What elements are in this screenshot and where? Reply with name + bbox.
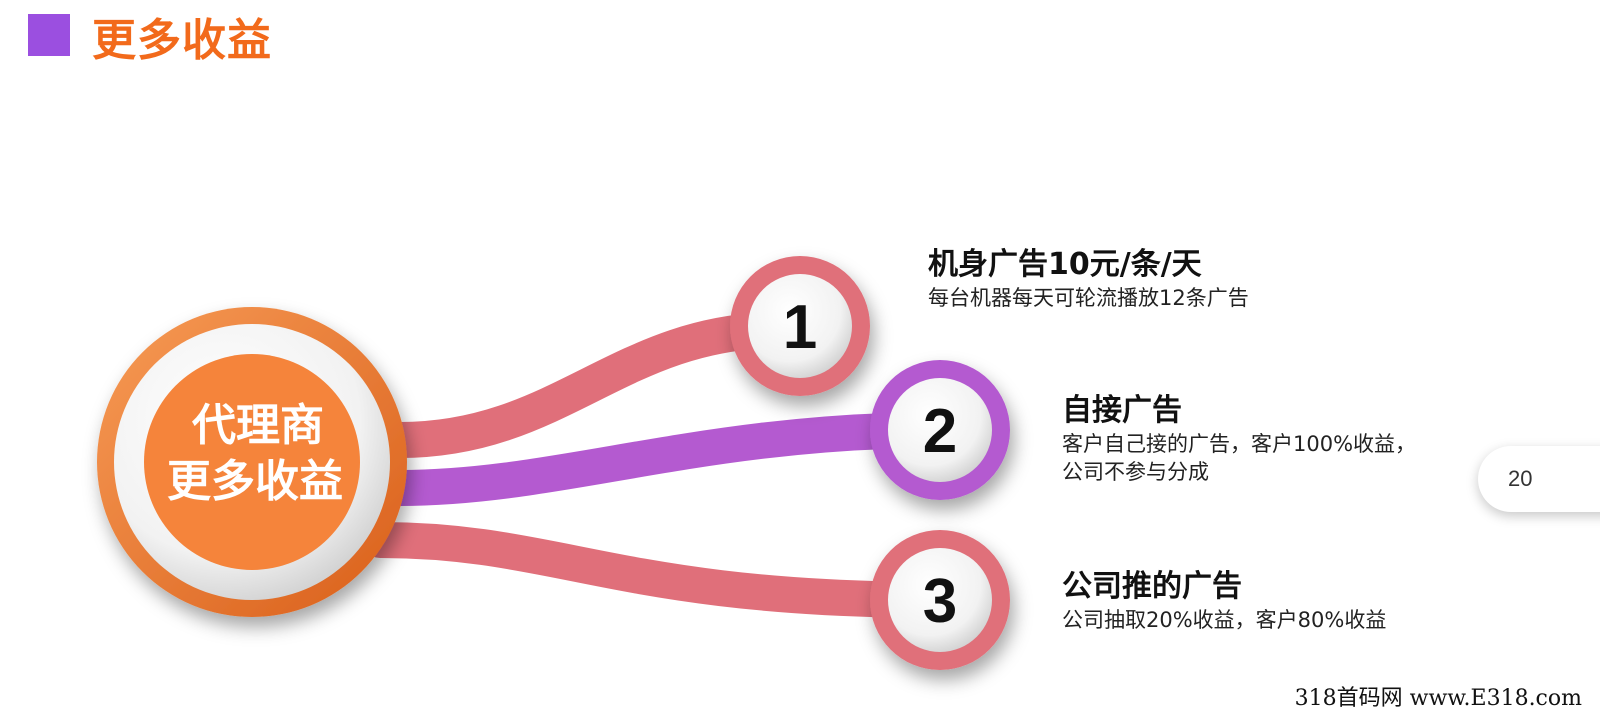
node-3 <box>870 530 1010 670</box>
item-3: 公司推的广告 公司抽取20%收益，客户80%收益 <box>1062 568 1386 634</box>
center-node <box>97 307 407 617</box>
node-1 <box>730 256 870 396</box>
item-2-title: 自接广告 <box>1062 393 1182 428</box>
item-3-desc: 公司抽取20%收益，客户80%收益 <box>1062 608 1387 632</box>
item-1: 机身广告10元/条/天 每台机器每天可轮流播放12条广告 <box>928 246 1249 312</box>
connector-1 <box>382 312 798 458</box>
item-1-title: 机身广告10元/条/天 <box>928 247 1202 282</box>
page-title: 更多收益 <box>92 15 272 66</box>
watermark: 318首码网 www.E318.com <box>1294 686 1582 711</box>
node-2 <box>870 360 1010 500</box>
node-2-number: 2 <box>923 397 957 466</box>
center-label-line2: 更多收益 <box>167 456 343 507</box>
page-number: 20 <box>1508 466 1533 491</box>
connector-2 <box>382 412 958 506</box>
center-label-line1: 代理商 <box>191 400 324 451</box>
item-2: 自接广告 客户自己接的广告，客户100%收益，公司不参与分成 <box>1062 392 1432 486</box>
page-number-tab <box>1478 446 1600 512</box>
item-1-desc: 每台机器每天可轮流播放12条广告 <box>928 286 1249 310</box>
item-2-desc: 客户自己接的广告，客户100%收益，公司不参与分成 <box>1062 432 1417 484</box>
node-3-number: 3 <box>923 567 957 636</box>
connector-3 <box>362 522 958 618</box>
item-3-title: 公司推的广告 <box>1062 569 1242 604</box>
title-marker <box>28 14 70 56</box>
node-1-number: 1 <box>783 293 817 362</box>
